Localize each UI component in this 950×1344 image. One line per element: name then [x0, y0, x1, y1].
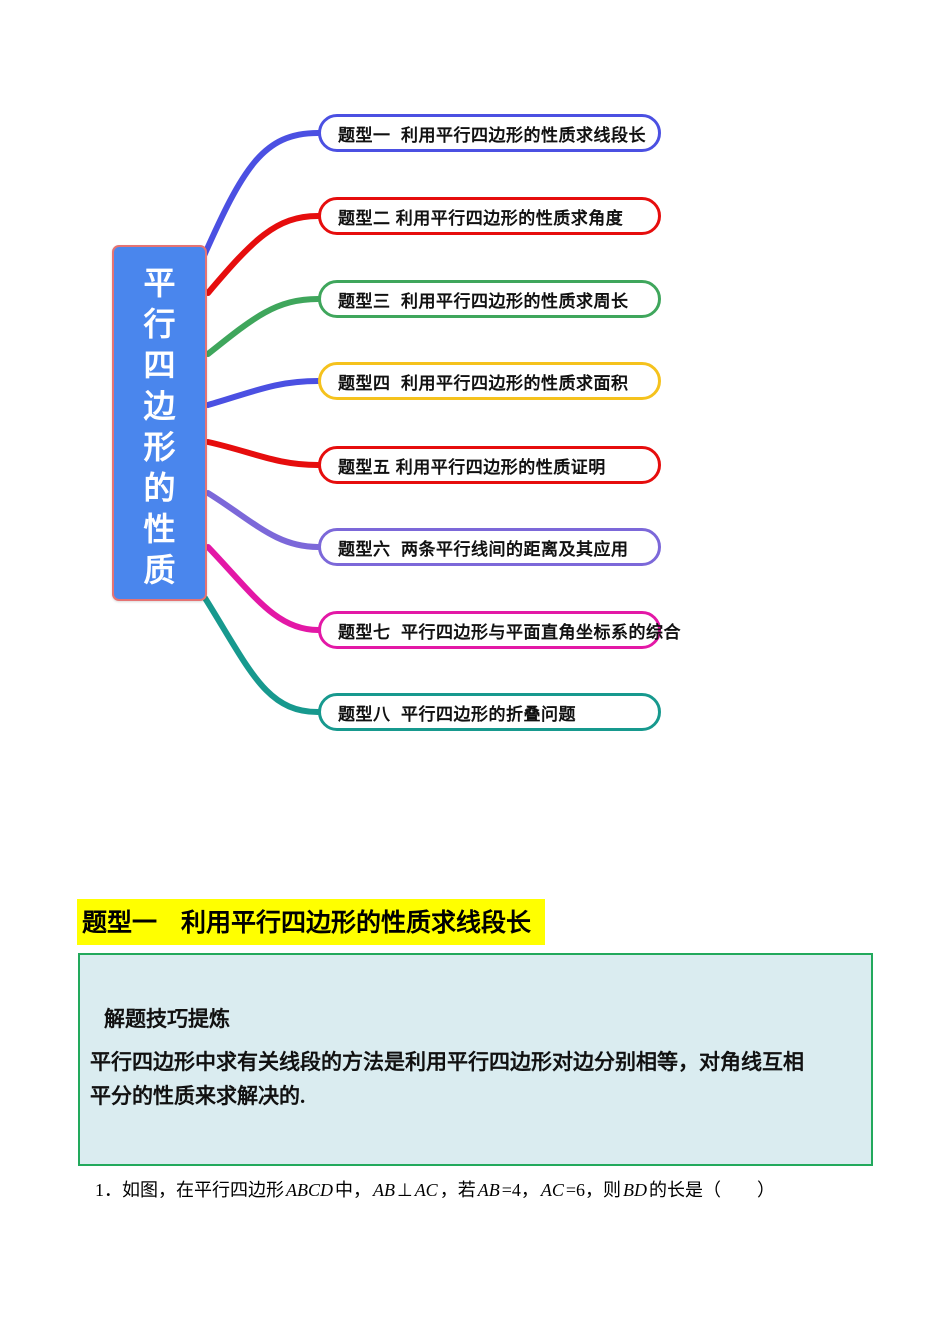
section-heading: 题型一利用平行四边形的性质求线段长: [77, 899, 546, 945]
tip-box-body-line-2: 平分的性质来求解决的.: [90, 1084, 306, 1108]
mindmap-node-topic-6: 题型六 两条平行线间的距离及其应用: [318, 528, 661, 566]
mindmap-node-topic-3: 题型三 利用平行四边形的性质求周长: [318, 280, 661, 318]
branch-curve-1: [200, 130, 321, 261]
mindmap-node-topic-7: 题型七 平行四边形与平面直角坐标系的综合: [318, 611, 680, 649]
mindmap-root-label: 平行四边形的性质: [143, 265, 176, 588]
branch-curve-7: [205, 544, 321, 633]
mindmap-node-topic-5: 题型五 利用平行四边形的性质证明: [318, 446, 661, 484]
branch-curve-8: [202, 595, 321, 715]
tip-box: 解题技巧提炼 平行四边形中求有关线段的方法是利用平行四边形对边分别相等，对角线互…: [78, 953, 873, 1166]
tip-box-title: 解题技巧提炼: [104, 1007, 230, 1031]
mindmap-root-node: 平行四边形的性质: [112, 245, 207, 601]
branch-curve-4: [205, 378, 321, 408]
tip-box-body: 平行四边形中求有关线段的方法是利用平行四边形对边分别相等，对角线互相 平分的性质…: [90, 1045, 863, 1113]
branch-curve-3: [205, 296, 321, 357]
tip-box-body-line-1: 平行四边形中求有关线段的方法是利用平行四边形对边分别相等，对角线互相: [90, 1050, 804, 1074]
branch-curve-5: [205, 439, 321, 468]
branch-curve-2: [205, 213, 321, 296]
mindmap-node-topic-8: 题型八 平行四边形的折叠问题: [318, 693, 661, 731]
section-heading-title: 利用平行四边形的性质求线段长: [181, 909, 532, 937]
mindmap-node-topic-1: 题型一 利用平行四边形的性质求线段长: [318, 114, 661, 152]
branch-curve-6: [205, 490, 321, 550]
mindmap-node-topic-4: 题型四 利用平行四边形的性质求面积: [318, 362, 661, 400]
mindmap-branches: [200, 130, 321, 715]
section-heading-prefix: 题型一: [82, 909, 158, 937]
mindmap-node-topic-2: 题型二 利用平行四边形的性质求角度: [318, 197, 661, 235]
mindmap-diagram: 平行四边形的性质 题型一 利用平行四边形的性质求线段长 题型二 利用平行四边形的…: [112, 114, 680, 731]
